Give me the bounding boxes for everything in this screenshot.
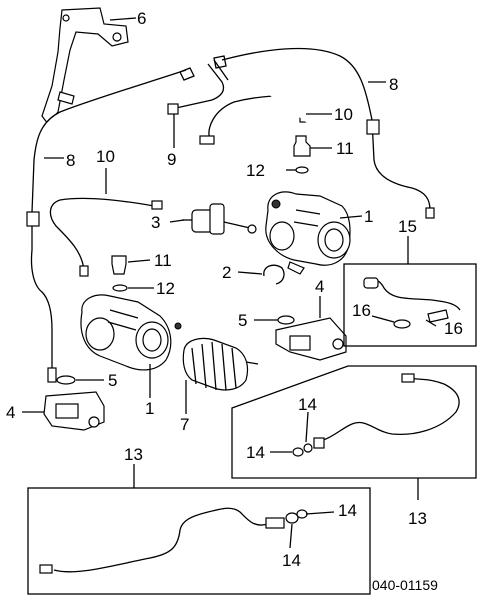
turbocharger-1-center xyxy=(80,294,182,371)
callout-4-left: 4 xyxy=(6,403,15,422)
fitting-11-mid xyxy=(111,255,127,275)
callout-2: 2 xyxy=(222,263,231,282)
callout-13-top: 13 xyxy=(124,445,143,464)
callout-5-right: 5 xyxy=(238,311,247,330)
callout-7: 7 xyxy=(180,415,189,434)
detail-box-13-right xyxy=(231,365,477,500)
callout-11-top: 11 xyxy=(336,139,354,158)
callout-10-left: 10 xyxy=(96,147,115,166)
pipe-8-right xyxy=(213,47,435,219)
detail-box-15 xyxy=(343,236,477,347)
valve-4-left xyxy=(43,391,105,431)
valve-4-right xyxy=(275,317,347,361)
callout-11-mid: 11 xyxy=(154,251,172,270)
gasket-5-left xyxy=(56,375,76,385)
leader-lines xyxy=(22,17,386,414)
callout-8-right: 8 xyxy=(389,75,398,94)
box-15-frame xyxy=(343,263,477,347)
callout-16-left: 16 xyxy=(352,301,371,320)
callout-4-right: 4 xyxy=(315,277,324,296)
callout-12-mid: 12 xyxy=(156,279,175,298)
callout-15: 15 xyxy=(398,217,417,236)
callout-10-top: 10 xyxy=(334,105,353,124)
callout-14-bottom-lower: 14 xyxy=(282,551,301,570)
callout-1-upper: 1 xyxy=(364,207,373,226)
clip-2 xyxy=(263,264,285,285)
o-ring-12-mid xyxy=(112,284,128,292)
turbocharger-1-upper xyxy=(265,191,351,275)
o-ring-12-top xyxy=(295,166,309,174)
callout-14-box-upper: 14 xyxy=(298,395,317,414)
callout-5-left: 5 xyxy=(108,371,117,390)
actuator-3 xyxy=(182,203,257,235)
detail-box-13-bottom xyxy=(27,464,371,595)
heat-shield-7 xyxy=(182,337,259,391)
callout-12-top: 12 xyxy=(246,161,265,180)
callout-14-bottom-right: 14 xyxy=(338,501,357,520)
callout-1-center: 1 xyxy=(145,399,154,418)
callout-6: 6 xyxy=(137,9,146,28)
callout-14-box-left: 14 xyxy=(246,443,265,462)
callout-13-right: 13 xyxy=(408,509,427,528)
hose-10-left xyxy=(49,197,163,277)
callout-labels: 6 8 8 9 10 10 11 11 12 12 1 1 2 3 4 4 5 … xyxy=(6,9,463,593)
callout-9: 9 xyxy=(167,150,176,169)
diagram-code: 040-01159 xyxy=(372,577,438,593)
bracket-6 xyxy=(41,7,129,125)
callout-16-right: 16 xyxy=(444,319,463,338)
hose-9 xyxy=(167,59,229,115)
gasket-5-right xyxy=(277,315,295,325)
callout-3: 3 xyxy=(151,213,160,232)
fitting-11-top xyxy=(293,135,311,157)
callout-8-left: 8 xyxy=(66,151,75,170)
